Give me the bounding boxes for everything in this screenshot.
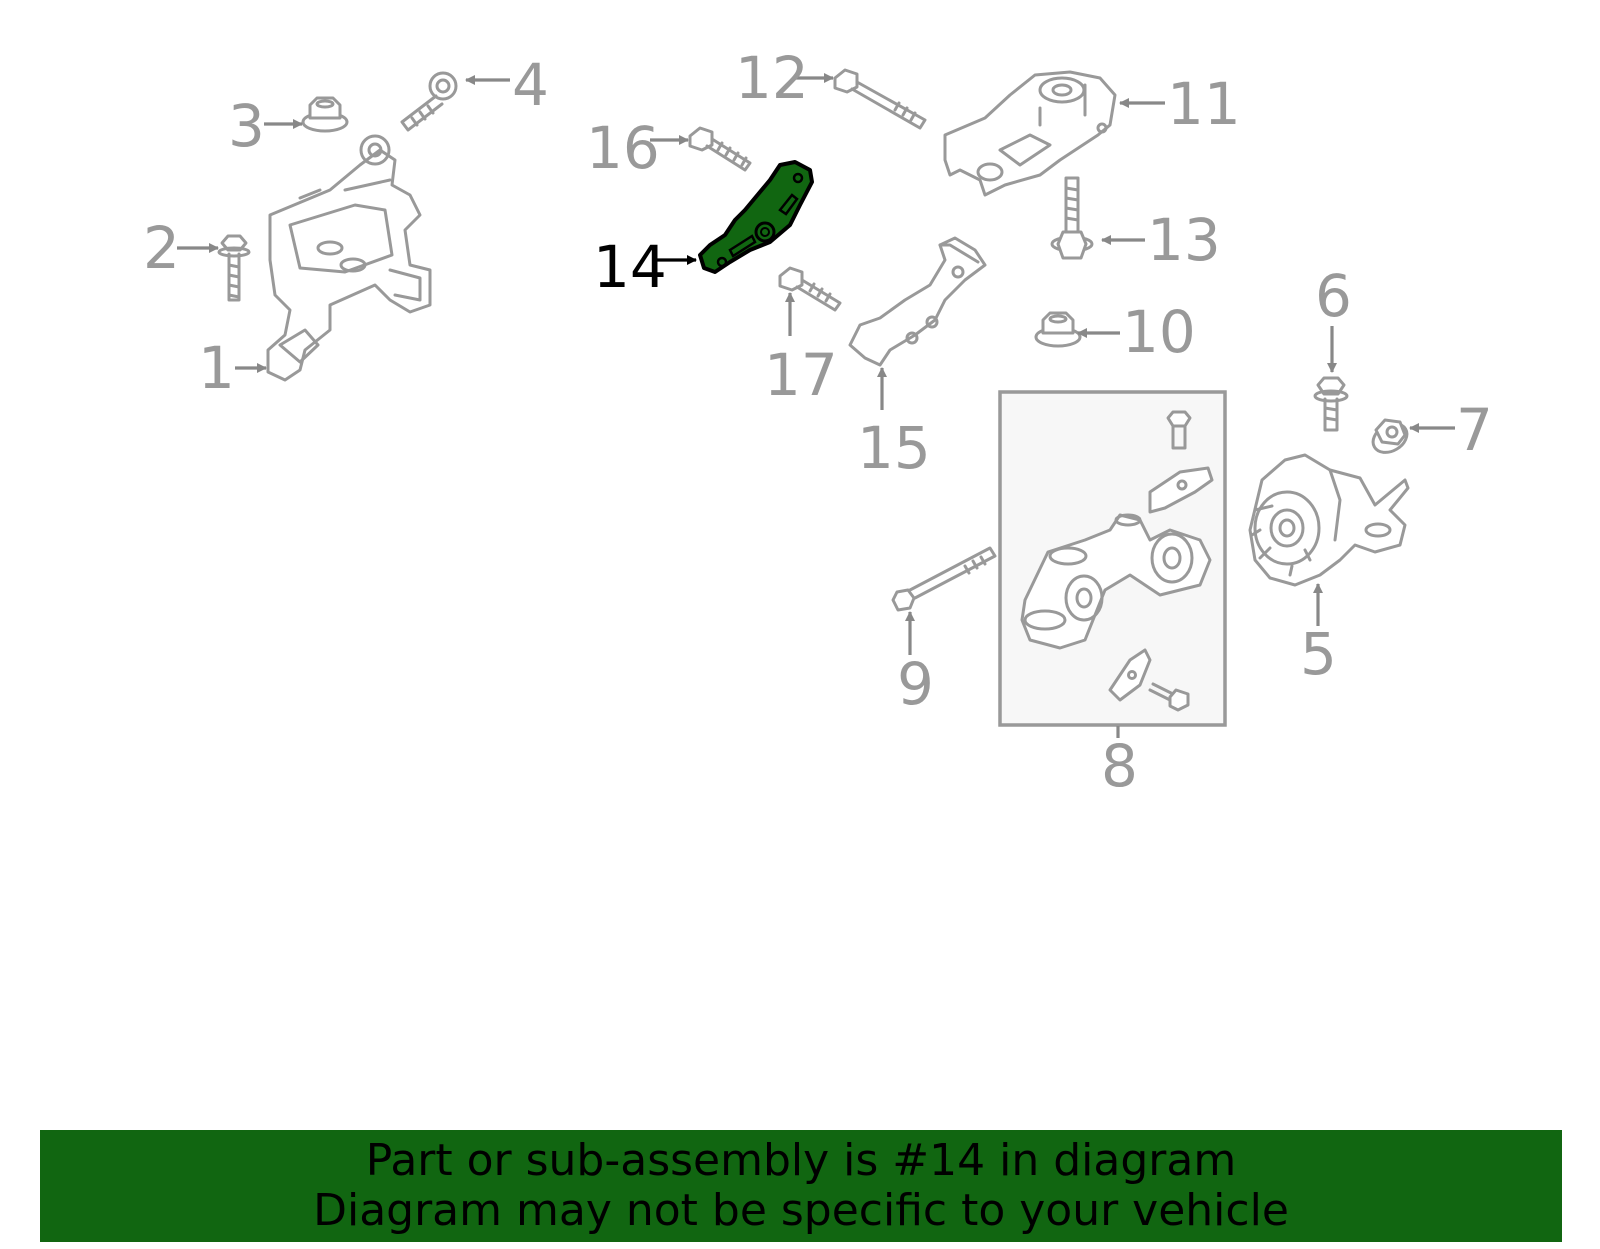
part-16-bolt[interactable] <box>688 126 752 172</box>
callout-5[interactable]: 5 <box>1300 620 1337 688</box>
banner-line-part-number: Part or sub-assembly is #14 in diagram <box>365 1135 1237 1186</box>
part-11-upper-mount[interactable] <box>943 70 1117 197</box>
part-17-bolt[interactable] <box>778 266 842 312</box>
part-7-nut[interactable] <box>1368 418 1412 459</box>
part-2-bolt[interactable] <box>217 234 251 302</box>
part-8-subassembly-box[interactable] <box>998 390 1227 727</box>
callout-14-highlighted[interactable]: 14 <box>593 233 667 301</box>
callout-10[interactable]: 10 <box>1122 298 1196 366</box>
part-4-bolt[interactable] <box>400 71 458 132</box>
part-15-bracket[interactable] <box>848 236 987 367</box>
callout-8[interactable]: 8 <box>1101 732 1138 800</box>
callout-17[interactable]: 17 <box>764 341 838 409</box>
part-14-bracket-highlighted[interactable] <box>698 160 814 274</box>
part-12-bolt[interactable] <box>833 68 927 130</box>
callout-9[interactable]: 9 <box>897 650 934 718</box>
callout-labels: 1 2 3 4 5 6 7 8 9 10 11 12 13 14 15 16 1… <box>143 44 1493 800</box>
callout-1[interactable]: 1 <box>198 334 235 402</box>
banner-line-disclaimer: Diagram may not be specific to your vehi… <box>313 1185 1289 1236</box>
callout-6[interactable]: 6 <box>1315 262 1352 330</box>
callout-11[interactable]: 11 <box>1167 70 1241 138</box>
callout-16[interactable]: 16 <box>586 114 660 182</box>
part-3-nut[interactable] <box>301 96 349 133</box>
leader-lines <box>177 73 1455 738</box>
callout-13[interactable]: 13 <box>1147 206 1221 274</box>
callout-3[interactable]: 3 <box>228 92 265 160</box>
part-10-nut[interactable] <box>1034 311 1082 348</box>
part-9-bolt[interactable] <box>891 546 997 612</box>
callout-4[interactable]: 4 <box>512 51 549 119</box>
callout-2[interactable]: 2 <box>143 214 180 282</box>
callout-12[interactable]: 12 <box>735 44 809 112</box>
callout-7[interactable]: 7 <box>1456 396 1493 464</box>
part-1-engine-mount[interactable] <box>266 134 432 382</box>
part-5-transmission-mount[interactable] <box>1248 453 1410 587</box>
part-6-bolt[interactable] <box>1313 376 1349 432</box>
info-banner: Part or sub-assembly is #14 in diagram D… <box>40 1130 1562 1242</box>
callout-15[interactable]: 15 <box>857 414 931 482</box>
part-13-bolt[interactable] <box>1050 176 1094 260</box>
